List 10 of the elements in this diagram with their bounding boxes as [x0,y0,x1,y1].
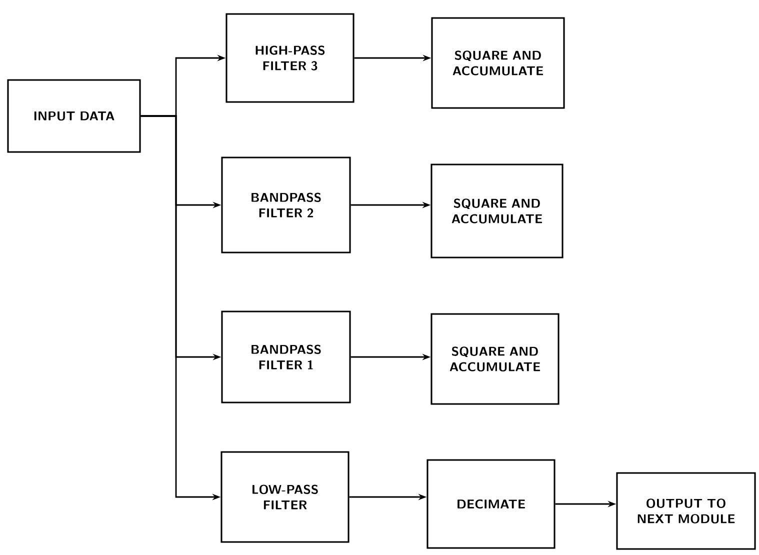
block-box: BANDPASS FILTER 2 [221,156,351,254]
block-box: DECIMATE [426,459,556,549]
block-box: LOW-PASS FILTER [220,451,350,543]
block-box: SQUARE AND ACCUMULATE [431,17,565,109]
block-box: INPUT DATA [7,79,141,153]
block-box: HIGH-PASS FILTER 3 [226,13,354,103]
block-box: SQUARE AND ACCUMULATE [430,313,560,405]
block-box: BANDPASS FILTER 1 [221,310,351,404]
block-box: SQUARE AND ACCUMULATE [430,164,564,258]
block-box: OUTPUT TO NEXT MODULE [616,472,756,550]
